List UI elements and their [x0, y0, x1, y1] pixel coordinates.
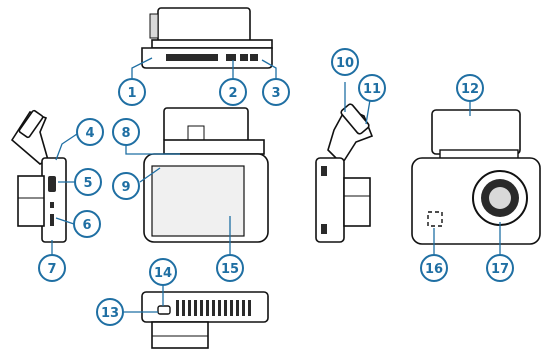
callout-17: 17 [486, 254, 514, 282]
svg-text:10: 10 [336, 56, 354, 71]
callout-5: 5 [74, 168, 102, 196]
svg-text:6: 6 [82, 218, 91, 233]
svg-text:16: 16 [425, 262, 443, 277]
top-view [141, 7, 273, 69]
left-side-view [10, 109, 67, 243]
svg-text:9: 9 [121, 180, 130, 195]
bottom-view [141, 291, 269, 349]
svg-text:7: 7 [47, 262, 56, 277]
callout-7: 7 [38, 254, 66, 282]
callout-11: 11 [358, 74, 386, 102]
callout-14: 14 [149, 258, 177, 286]
front-lens-view [411, 109, 541, 245]
bottom-vent-grille [176, 300, 251, 316]
svg-text:13: 13 [101, 306, 119, 321]
callout-2: 2 [219, 78, 247, 106]
svg-text:4: 4 [85, 126, 94, 141]
svg-text:3: 3 [271, 86, 280, 101]
svg-text:11: 11 [363, 82, 381, 97]
callout-9: 9 [112, 172, 140, 200]
callout-6: 6 [73, 210, 101, 238]
callout-1: 1 [118, 78, 146, 106]
callout-4: 4 [76, 118, 104, 146]
leader-lines [51, 57, 501, 313]
rear-screen-view [143, 107, 269, 243]
callout-16: 16 [420, 254, 448, 282]
callout-10: 10 [331, 48, 359, 76]
svg-text:15: 15 [221, 262, 239, 277]
right-side-view [315, 103, 374, 243]
callout-3: 3 [262, 78, 290, 106]
callout-8: 8 [112, 118, 140, 146]
callout-12: 12 [456, 74, 484, 102]
svg-text:1: 1 [127, 86, 136, 101]
svg-text:5: 5 [83, 176, 92, 191]
svg-text:14: 14 [154, 266, 172, 281]
svg-text:8: 8 [121, 126, 130, 141]
callout-13: 13 [96, 298, 124, 326]
callout-15: 15 [216, 254, 244, 282]
svg-text:2: 2 [228, 86, 237, 101]
svg-text:12: 12 [461, 82, 479, 97]
svg-text:17: 17 [491, 262, 509, 277]
